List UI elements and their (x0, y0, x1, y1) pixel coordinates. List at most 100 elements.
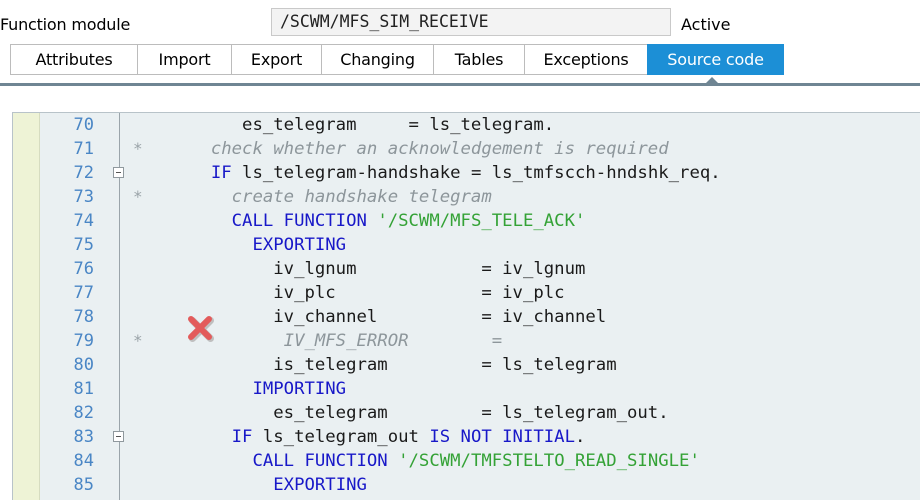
code-token: iv_lgnum = iv_lgnum (138, 259, 586, 279)
line-number: 81 (73, 379, 94, 399)
code-token (138, 451, 252, 471)
breakpoint-x-icon[interactable] (185, 313, 215, 343)
code-text: IV_MFS_ERROR = (138, 329, 503, 353)
code-text: check whether an acknowledgement is requ… (138, 137, 669, 161)
keyword-token: CALL FUNCTION (231, 211, 367, 231)
line-number: 76 (73, 259, 94, 279)
code-token (138, 163, 211, 183)
line-number: 84 (73, 451, 94, 471)
code-text: is_telegram = ls_telegram (138, 353, 617, 377)
code-token (367, 211, 377, 231)
line-number: 72 (73, 163, 94, 183)
code-text: create handshake telegram (138, 185, 492, 209)
tab-export[interactable]: Export (231, 44, 321, 75)
active-tab-indicator (705, 77, 719, 84)
comment-token: IV_MFS_ERROR = (138, 331, 503, 351)
code-token (138, 475, 273, 495)
line-number: 85 (73, 475, 94, 495)
code-token: iv_plc = iv_plc (138, 283, 565, 303)
comment-token: check whether an acknowledgement is requ… (138, 139, 669, 159)
code-text: EXPORTING (138, 233, 346, 257)
code-line[interactable]: 78 iv_channel = iv_channel (13, 305, 920, 329)
code-line[interactable]: 72 IF ls_telegram-handshake = ls_tmfscch… (13, 161, 920, 185)
code-text: IF ls_telegram_out IS NOT INITIAL. (138, 425, 586, 449)
line-number: 75 (73, 235, 94, 255)
keyword-token: IS NOT INITIAL (429, 427, 575, 447)
line-number: 71 (73, 139, 94, 159)
code-line[interactable]: 75 EXPORTING (13, 233, 920, 257)
code-token: . (575, 427, 586, 447)
line-number: 73 (73, 187, 94, 207)
tab-tables[interactable]: Tables (433, 44, 524, 75)
code-token: es_telegram = ls_telegram. (138, 115, 555, 135)
status-text: Active (681, 15, 731, 34)
keyword-token: EXPORTING (252, 235, 347, 255)
code-line[interactable]: 82 es_telegram = ls_telegram_out. (13, 401, 920, 425)
code-line[interactable]: 83 IF ls_telegram_out IS NOT INITIAL. (13, 425, 920, 449)
string-token: '/SCWM/MFS_TELE_ACK' (377, 211, 586, 231)
code-text: IF ls_telegram-handshake = ls_tmfscch-hn… (138, 161, 721, 185)
code-text: iv_plc = iv_plc (138, 281, 565, 305)
code-text: iv_lgnum = iv_lgnum (138, 257, 585, 281)
code-line[interactable]: 73 * create handshake telegram (13, 185, 920, 209)
code-token (388, 451, 398, 471)
code-line[interactable]: 81 IMPORTING (13, 377, 920, 401)
line-number-gutter (40, 113, 104, 500)
fold-guide-line (119, 113, 120, 500)
line-number: 79 (73, 331, 94, 351)
line-number: 83 (73, 427, 94, 447)
code-text: CALL FUNCTION '/SCWM/TMFSTELTO_READ_SING… (138, 449, 699, 473)
comment-asterisk: * (133, 187, 143, 206)
tab-source-code[interactable]: Source code (647, 44, 784, 75)
keyword-token: CALL FUNCTION (252, 451, 388, 471)
code-line[interactable]: 74 CALL FUNCTION '/SCWM/MFS_TELE_ACK' (13, 209, 920, 233)
function-module-label: Function module (0, 15, 131, 34)
function-module-name-field[interactable]: /SCWM/MFS_SIM_RECEIVE (271, 8, 671, 36)
code-text: iv_channel = iv_channel (138, 305, 606, 329)
line-number: 77 (73, 283, 94, 303)
keyword-token: EXPORTING (273, 475, 367, 495)
tab-changing[interactable]: Changing (321, 44, 433, 75)
code-text: es_telegram = ls_telegram_out. (138, 401, 669, 425)
code-text: CALL FUNCTION '/SCWM/MFS_TELE_ACK' (138, 209, 586, 233)
code-token (138, 235, 252, 255)
tab-attributes[interactable]: Attributes (10, 44, 137, 75)
code-token (138, 211, 232, 231)
code-token (138, 427, 232, 447)
code-line[interactable]: 71 * check whether an acknowledgement is … (13, 137, 920, 161)
keyword-token: IMPORTING (252, 379, 347, 399)
line-number: 80 (73, 355, 94, 375)
tab-import[interactable]: Import (137, 44, 231, 75)
code-token: iv_channel = iv_channel (138, 307, 607, 327)
code-token: es_telegram = ls_telegram_out. (138, 403, 669, 423)
code-token: ls_telegram-handshake = ls_tmfscch-hndsh… (231, 163, 721, 183)
line-number: 82 (73, 403, 94, 423)
comment-asterisk: * (133, 139, 143, 158)
code-line[interactable]: 79 * IV_MFS_ERROR = (13, 329, 920, 353)
line-number: 78 (73, 307, 94, 327)
breakpoint-gutter[interactable] (13, 113, 40, 500)
collapse-block-icon[interactable] (113, 167, 124, 178)
function-module-header: Function module /SCWM/MFS_SIM_RECEIVE Ac… (0, 8, 920, 40)
tab-exceptions[interactable]: Exceptions (524, 44, 647, 75)
code-token (138, 379, 252, 399)
tab-strip-divider (0, 83, 920, 86)
comment-asterisk: * (133, 331, 143, 350)
source-code-editor[interactable]: 70 es_telegram = ls_telegram.71 * check w… (12, 112, 920, 500)
code-line[interactable]: 70 es_telegram = ls_telegram. (13, 113, 920, 137)
code-line[interactable]: 84 CALL FUNCTION '/SCWM/TMFSTELTO_READ_S… (13, 449, 920, 473)
code-line[interactable]: 85 EXPORTING (13, 473, 920, 497)
code-token: ls_telegram_out (252, 427, 430, 447)
comment-token: create handshake telegram (138, 187, 492, 207)
line-number: 74 (73, 211, 94, 231)
code-line[interactable]: 80 is_telegram = ls_telegram (13, 353, 920, 377)
collapse-block-icon[interactable] (113, 431, 124, 442)
code-text: IMPORTING (138, 377, 346, 401)
keyword-token: IF (231, 427, 253, 447)
code-token: is_telegram = ls_telegram (138, 355, 617, 375)
code-text: es_telegram = ls_telegram. (138, 113, 554, 137)
code-line[interactable]: 76 iv_lgnum = iv_lgnum (13, 257, 920, 281)
code-text: EXPORTING (138, 473, 367, 497)
code-line[interactable]: 77 iv_plc = iv_plc (13, 281, 920, 305)
